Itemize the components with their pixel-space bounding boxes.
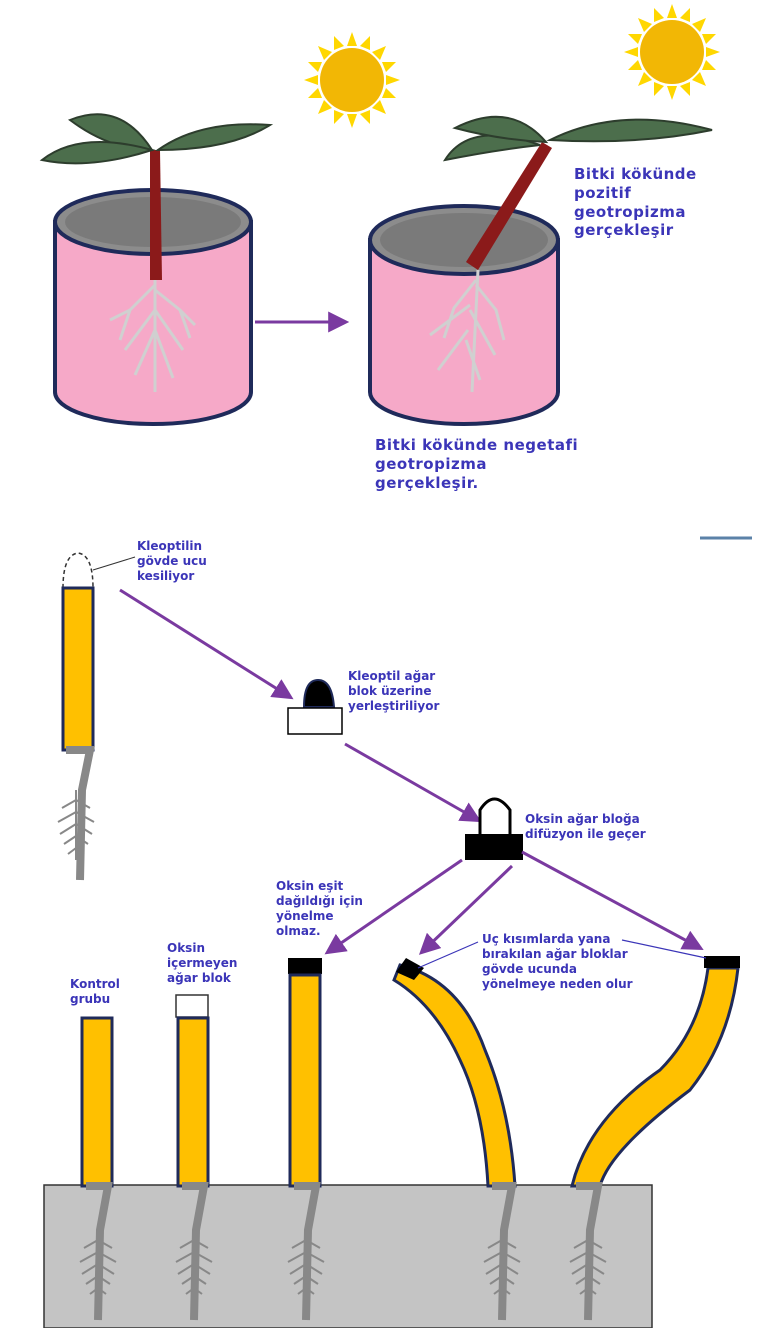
coleoptile-plain-agar <box>176 995 212 1320</box>
arrow-to-block <box>120 590 290 697</box>
label-side-blocks: Uç kısımlarda yana bırakılan ağar blokla… <box>482 932 633 992</box>
label-equal-distribution: Oksin eşit dağıldığı için yönelme olmaz. <box>276 879 363 939</box>
auxin-agar-block <box>465 799 523 860</box>
cut-pointer-line <box>93 557 135 570</box>
label-auxin-diffusion: Oksin ağar bloğa difüzyon ile geçer <box>525 812 646 842</box>
side-label-pointer-right <box>622 940 706 958</box>
label-control-group: Kontrol grubu <box>70 977 120 1007</box>
label-tip-placed: Kleoptil ağar blok üzerine yerleştiriliy… <box>348 669 439 714</box>
label-positive-geotropism: Bitki kökünde pozitif geotropizma gerçek… <box>574 165 697 240</box>
pot-right <box>370 206 558 424</box>
label-negative-geotropism: Bitki kökünde negetafi geotropizma gerçe… <box>375 436 578 492</box>
label-tip-cut: Kleoptilin gövde ucu kesiliyor <box>137 539 207 584</box>
tip-on-agar-block <box>288 680 342 734</box>
soil-bed <box>44 1185 652 1328</box>
label-no-auxin-block: Oksin içermeyen ağar blok <box>167 941 237 986</box>
coleoptile-original <box>58 553 94 880</box>
arrow-to-diffusion <box>345 744 478 820</box>
sun-icon-left <box>304 32 400 128</box>
sun-icon-right <box>624 4 720 100</box>
